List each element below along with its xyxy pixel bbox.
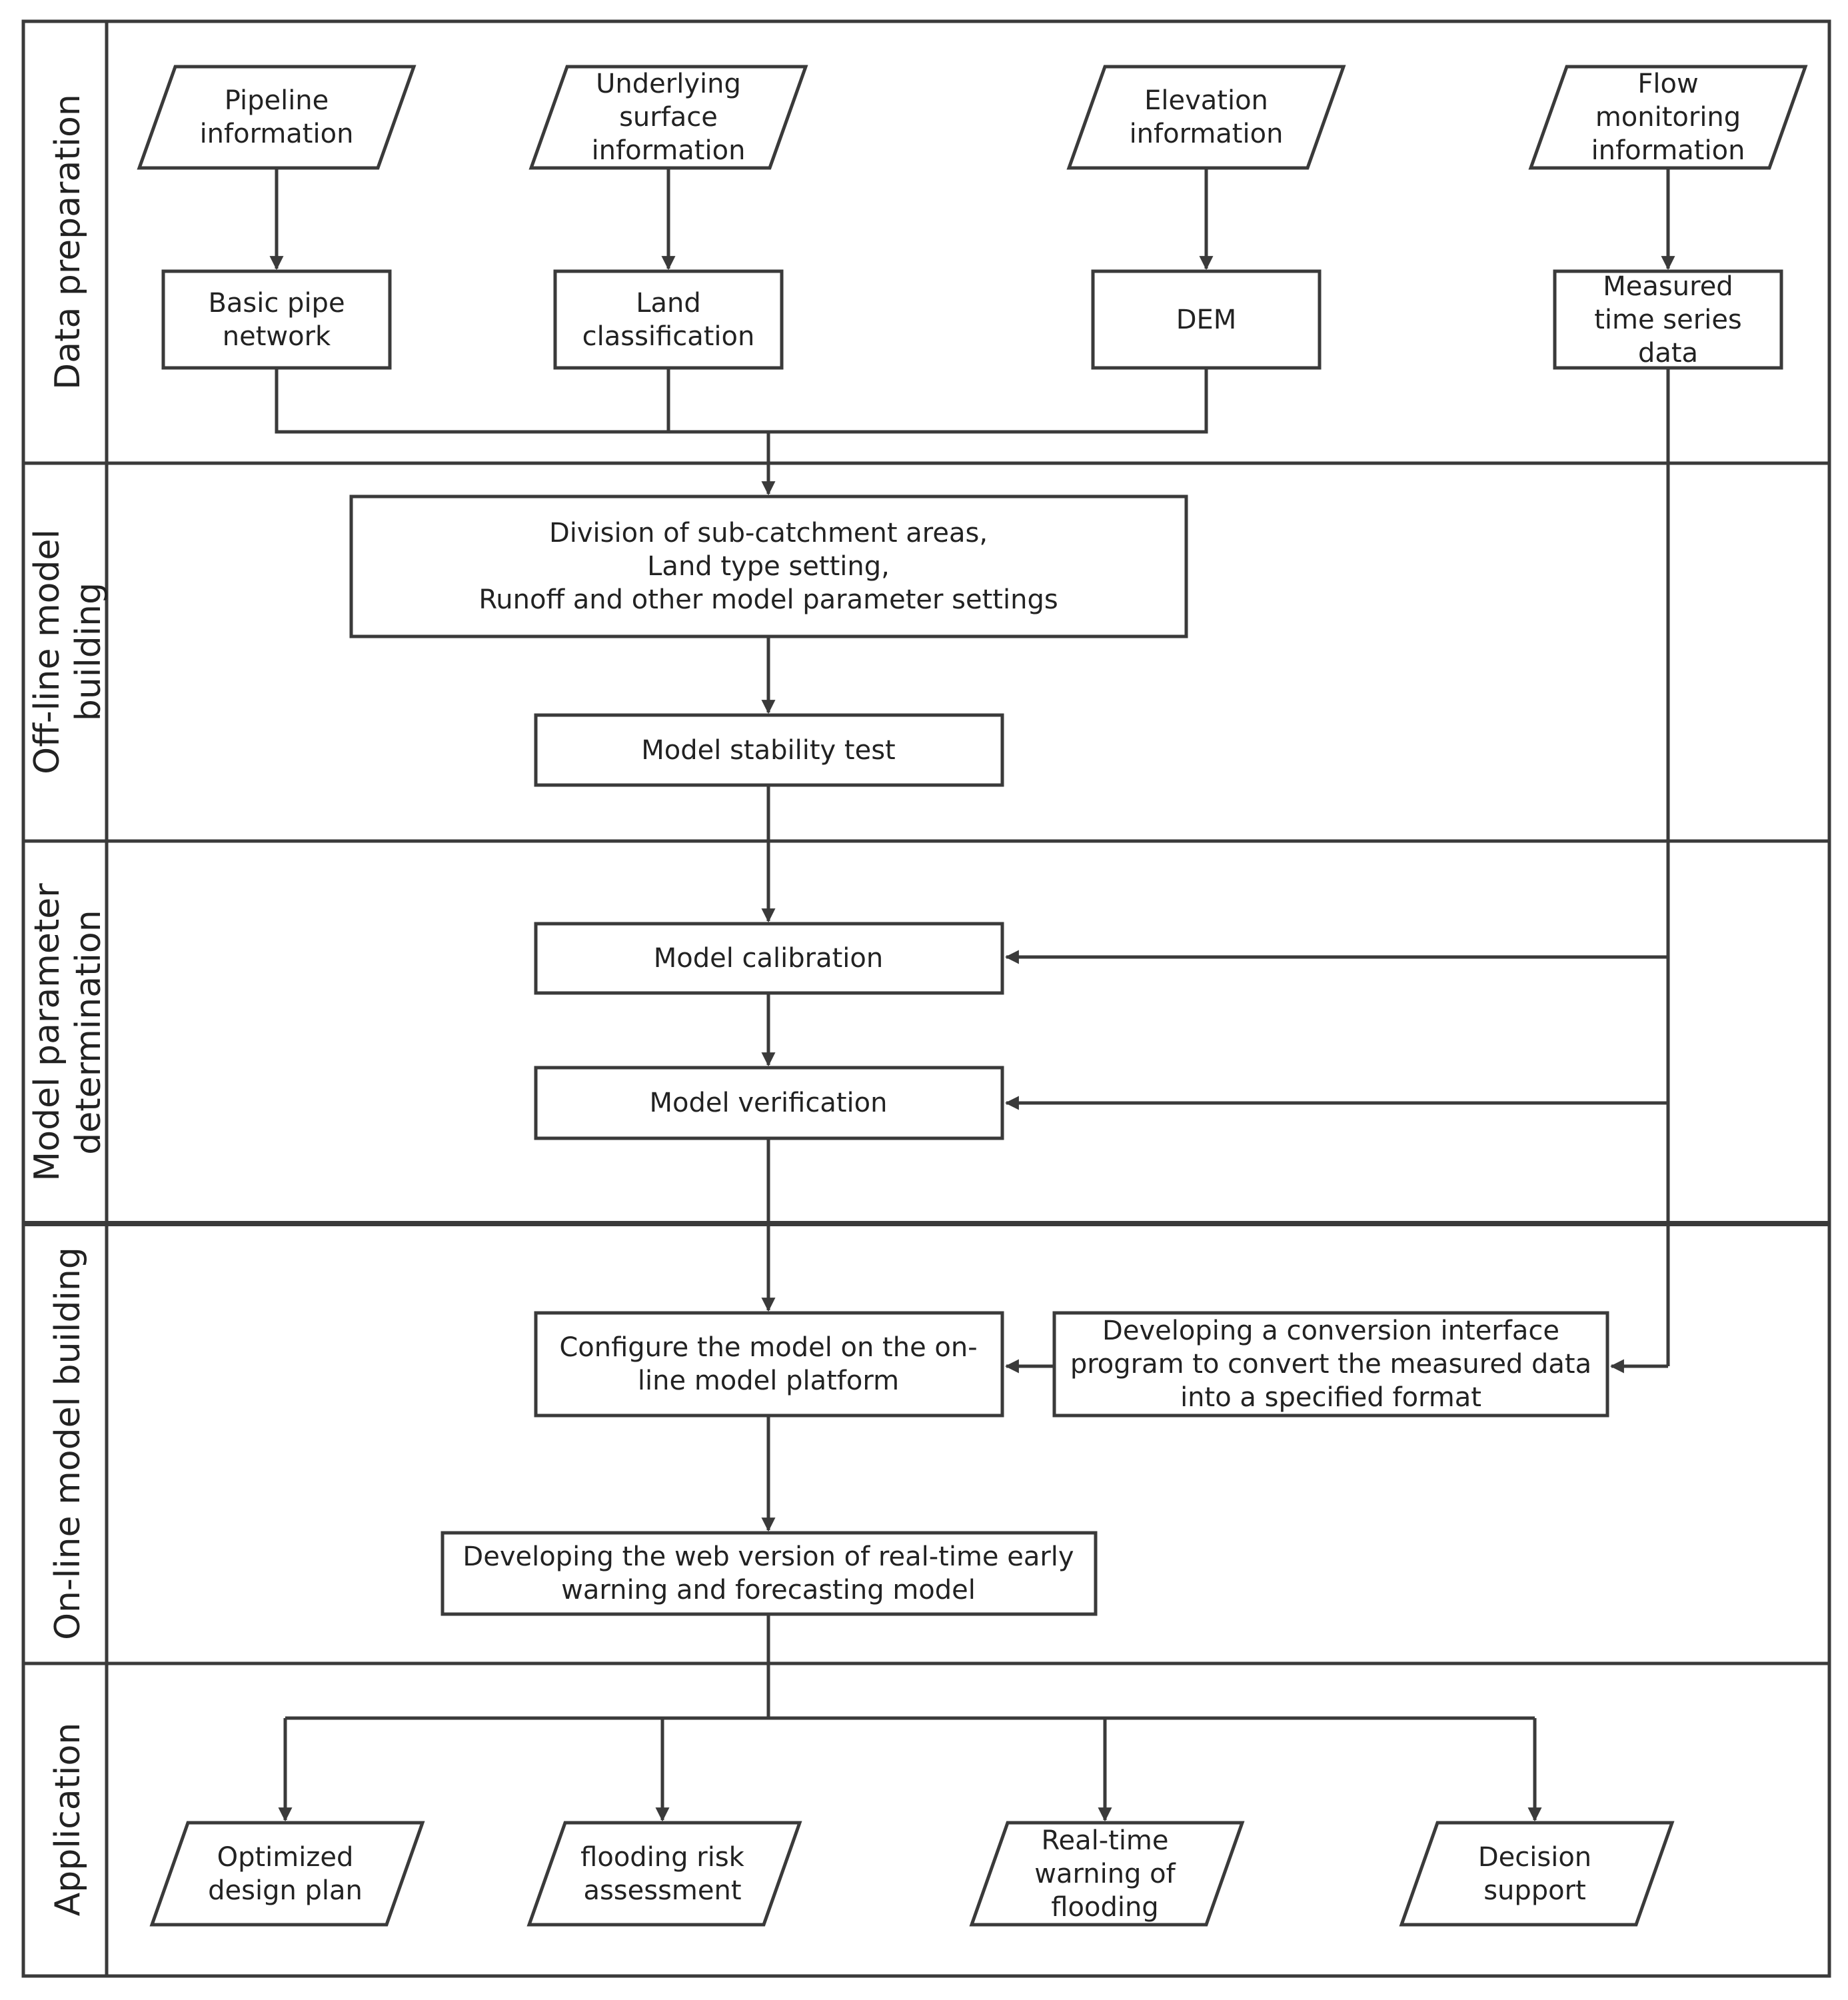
output-decision-support-line-2: support (1483, 1875, 1586, 1906)
box-sub-catchment-division-line-2: Land type setting, (647, 551, 890, 582)
svg-text:DEM: DEM (1176, 305, 1237, 335)
output-flooding-risk-assessment-line-2: assessment (583, 1875, 741, 1906)
lane-online-model-building-line-1: On-line model building (48, 1247, 88, 1640)
lane-model-parameter-determination: Model parameterdetermination (27, 883, 109, 1182)
box-conversion-interface-program-line-3: into a specified format (1180, 1382, 1481, 1413)
input-pipeline-information-line-1: Pipeline (225, 85, 329, 116)
box-sub-catchment-division: Division of sub-catchment areas,Land typ… (349, 495, 1188, 638)
box-measured-time-series-data-line-2: time series (1594, 305, 1742, 335)
output-real-time-warning-of-flooding-line-2: warning of (1034, 1859, 1176, 1889)
lane-offline-model-building-line-2: building (69, 582, 109, 721)
lane-offline-model-building: Off-line modelbuilding (27, 529, 109, 774)
output-decision-support-line-1: Decision (1478, 1842, 1591, 1873)
lane-data-preparation: Data preparation (48, 94, 88, 390)
box-model-verification: Model verification (534, 1066, 1004, 1140)
box-model-verification-line-1: Model verification (650, 1088, 888, 1118)
input-underlying-surface-information-line-1: Underlying (596, 69, 741, 99)
box-model-stability-test-line-1: Model stability test (641, 735, 895, 766)
svg-text:Model verification: Model verification (650, 1088, 888, 1118)
lane-offline-model-building-line-1: Off-line model (27, 529, 67, 774)
lane-model-parameter-determination-line-2: determination (69, 910, 109, 1154)
output-flooding-risk-assessment-line-1: flooding risk (580, 1842, 745, 1873)
lane-data-preparation-line-1: Data preparation (48, 94, 88, 390)
box-basic-pipe-network-line-2: network (223, 321, 331, 352)
box-conversion-interface-program-line-1: Developing a conversion interface (1102, 1316, 1559, 1346)
input-underlying-surface-information-line-3: information (592, 135, 746, 166)
input-flow-monitoring-information-line-1: Flow (1637, 69, 1698, 99)
box-measured-time-series-data-line-1: Measured (1603, 271, 1733, 302)
lane-application: Application (48, 1723, 88, 1917)
lane-model-parameter-determination-line-1: Model parameter (27, 883, 67, 1182)
swimlane-frame (21, 19, 1831, 1978)
box-model-stability-test: Model stability test (534, 713, 1004, 787)
box-model-calibration-line-1: Model calibration (654, 943, 884, 974)
box-configure-online-model-line-1: Configure the model on the on- (559, 1332, 977, 1363)
box-basic-pipe-network-line-1: Basic pipe (208, 288, 345, 319)
box-measured-time-series-data-line-3: data (1638, 338, 1698, 369)
box-land-classification-line-1: Land (636, 288, 701, 319)
box-dem-line-1: DEM (1176, 305, 1237, 335)
svg-text:Model calibration: Model calibration (654, 943, 884, 974)
box-model-calibration: Model calibration (534, 922, 1004, 995)
input-underlying-surface-information-line-2: surface (619, 102, 718, 133)
box-configure-online-model: Configure the model on the on-line model… (534, 1311, 1004, 1418)
box-sub-catchment-division-line-1: Division of sub-catchment areas, (549, 518, 988, 548)
box-dem: DEM (1091, 269, 1322, 370)
merge-line (275, 368, 1208, 434)
lane-online-model-building: On-line model building (48, 1247, 88, 1640)
input-pipeline-information-line-2: information (200, 119, 354, 149)
svg-text:Model stability test: Model stability test (641, 735, 895, 766)
box-web-forecasting-model-line-2: warning and forecasting model (561, 1575, 976, 1605)
output-optimized-design-plan-line-2: design plan (208, 1875, 363, 1906)
box-web-forecasting-model-line-1: Developing the web version of real-time … (462, 1541, 1074, 1572)
box-web-forecasting-model: Developing the web version of real-time … (441, 1531, 1098, 1616)
input-flow-monitoring-information-line-2: monitoring (1595, 102, 1741, 133)
svg-text:Division of sub-catchment area: Division of sub-catchment areas,Land typ… (478, 518, 1058, 615)
connectors (269, 168, 1675, 1822)
lane-application-line-1: Application (48, 1723, 88, 1917)
output-real-time-warning-of-flooding-line-3: flooding (1051, 1892, 1158, 1923)
svg-text:Developing the web version of: Developing the web version of real-time … (462, 1541, 1074, 1605)
box-conversion-interface-program-line-2: program to convert the measured data (1070, 1349, 1591, 1380)
box-sub-catchment-division-line-3: Runoff and other model parameter setting… (478, 584, 1058, 615)
box-configure-online-model-line-2: line model platform (638, 1366, 899, 1396)
svg-text:Developing a conversion interf: Developing a conversion interfaceprogram… (1070, 1316, 1591, 1413)
input-elevation-information-line-1: Elevation (1144, 85, 1268, 116)
output-real-time-warning-of-flooding-line-1: Real-time (1041, 1825, 1168, 1856)
input-elevation-information-line-2: information (1130, 119, 1284, 149)
input-flow-monitoring-information-line-3: information (1591, 135, 1745, 166)
svg-text:Configure the model on the on-: Configure the model on the on-line model… (559, 1332, 977, 1396)
box-land-classification-line-2: classification (582, 321, 755, 352)
output-optimized-design-plan-line-1: Optimized (217, 1842, 354, 1873)
